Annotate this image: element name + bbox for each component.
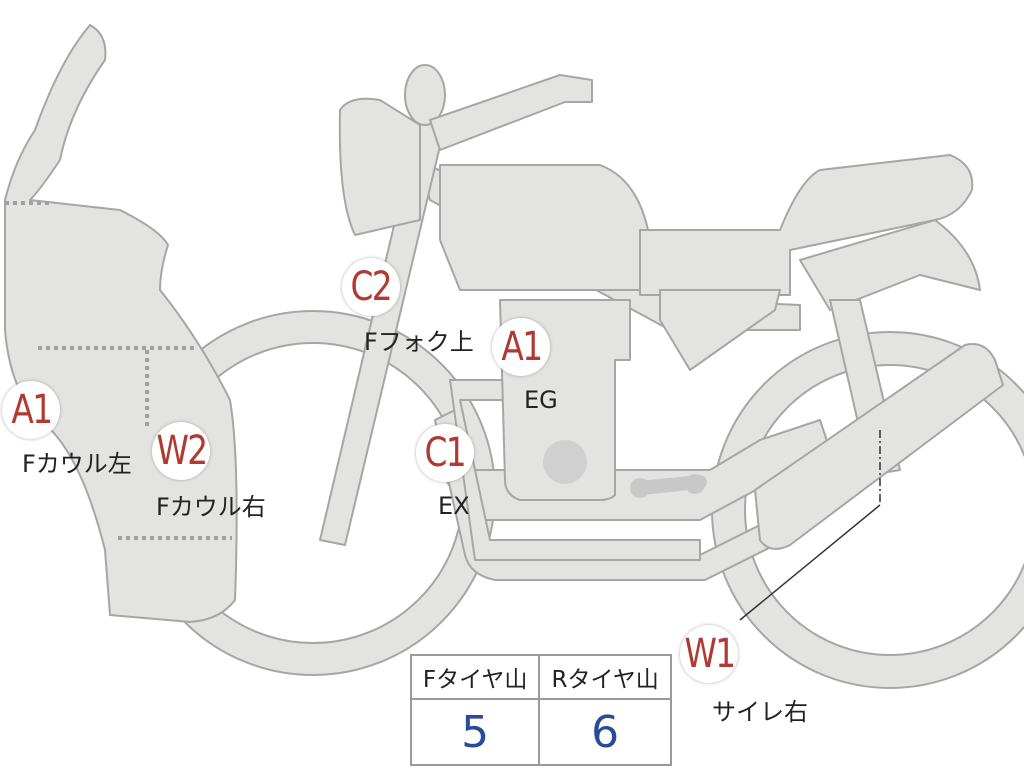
marker-w2: W2 bbox=[152, 422, 210, 480]
marker-label: EX bbox=[438, 492, 470, 520]
footpeg-left bbox=[630, 478, 650, 498]
marker-code: W1 bbox=[683, 631, 736, 677]
marker-code: A1 bbox=[500, 324, 543, 370]
front-tire-header: Fタイヤ山 bbox=[409, 654, 541, 700]
seat-cowl bbox=[659, 289, 781, 371]
footpeg-right bbox=[685, 474, 705, 494]
rear-tire-header: Rタイヤ山 bbox=[538, 654, 672, 700]
marker-w1: W1 bbox=[680, 625, 738, 683]
marker-a1-engine: A1 bbox=[492, 318, 550, 376]
headlight bbox=[338, 97, 421, 236]
rear-tire-value: 6 bbox=[538, 698, 672, 766]
mirror bbox=[404, 64, 446, 126]
table-value-row: 5 6 bbox=[409, 698, 672, 766]
marker-code: C1 bbox=[424, 430, 467, 476]
marker-label: Fカウル左 bbox=[22, 450, 132, 478]
muffler-leader-line bbox=[739, 504, 881, 621]
marker-label: Fフォク上 bbox=[364, 328, 474, 356]
marker-a1-left: A1 bbox=[2, 381, 60, 439]
marker-label: サイレ右 bbox=[712, 698, 808, 726]
marker-code: C2 bbox=[350, 264, 393, 310]
handlebar bbox=[429, 74, 593, 151]
engine-cover bbox=[543, 440, 587, 484]
marker-code: W2 bbox=[155, 428, 208, 474]
seat bbox=[639, 154, 974, 296]
marker-code: A1 bbox=[10, 387, 53, 433]
front-cowl bbox=[4, 24, 238, 623]
marker-label: EG bbox=[524, 386, 558, 414]
table-header-row: Fタイヤ山 Rタイヤ山 bbox=[409, 654, 672, 700]
front-tire-value: 5 bbox=[409, 698, 541, 766]
tire-tread-table: Fタイヤ山 Rタイヤ山 5 6 bbox=[409, 654, 672, 766]
fuel-tank bbox=[439, 164, 651, 291]
muffler bbox=[754, 343, 1004, 550]
marker-label: Fカウル右 bbox=[156, 493, 266, 521]
tail-cowl bbox=[799, 219, 981, 311]
marker-c1: C1 bbox=[416, 424, 474, 482]
marker-c2: C2 bbox=[342, 258, 400, 316]
